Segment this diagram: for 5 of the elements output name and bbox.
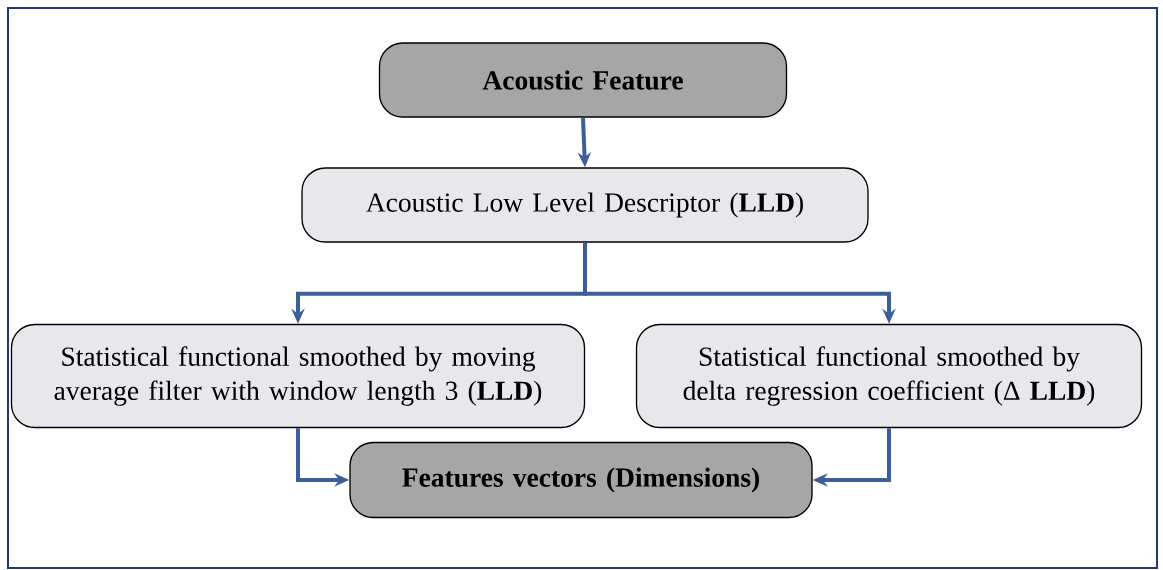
process-box: Acoustic Low Level Descriptor (LLD) (301, 167, 869, 243)
process-box: Statistical functional smoothed by delta regression coefficient (Δ LLD) (635, 323, 1143, 429)
title-box: Features vectors (Dimensions) (349, 441, 813, 519)
process-box: Statistical functional smoothed by moving average filter with window length 3 (LLD) (10, 323, 586, 429)
title-box: Acoustic Feature (378, 42, 788, 118)
